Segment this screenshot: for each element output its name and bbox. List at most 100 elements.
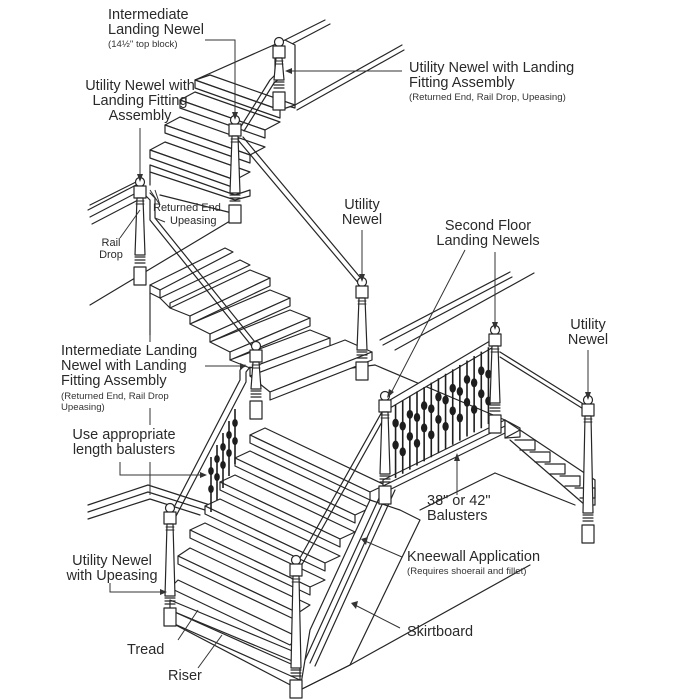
newel-post bbox=[289, 554, 303, 699]
label-note: (Requires shoerail and fillet) bbox=[407, 566, 527, 578]
newel-cap bbox=[164, 502, 176, 514]
newel-shaft bbox=[489, 345, 501, 404]
baluster bbox=[478, 351, 485, 429]
baluster-knuckle bbox=[442, 395, 449, 405]
label-kneewall-application: Kneewall Application (Requires shoerail … bbox=[407, 549, 541, 578]
baluster bbox=[420, 387, 428, 462]
label-line: Riser bbox=[168, 668, 202, 684]
baluster-knuckle bbox=[428, 404, 435, 414]
label-intermediate-landing-newel: Intermediate Landing Newel (14½" top blo… bbox=[108, 7, 204, 51]
baluster bbox=[413, 391, 421, 466]
label-line: with Upeasing bbox=[66, 568, 158, 585]
label-line: Returned End bbox=[153, 202, 221, 214]
newel-shaft bbox=[273, 57, 285, 81]
label-use-appropriate-balusters: Use appropriate length balusters bbox=[62, 427, 186, 459]
baluster-knuckle bbox=[226, 449, 232, 457]
baluster-knuckle bbox=[413, 438, 421, 448]
newel-cap bbox=[273, 36, 285, 48]
newel-bottom-block bbox=[228, 204, 242, 224]
newel-post bbox=[163, 502, 177, 627]
baluster-knuckle bbox=[478, 389, 485, 399]
baluster-knuckle bbox=[420, 423, 428, 433]
baluster bbox=[449, 369, 456, 445]
newel-shaft bbox=[356, 297, 368, 351]
label-line: Second Floor bbox=[444, 218, 532, 234]
newel-top-block bbox=[272, 45, 286, 59]
label-utility-newel-landing-fitting-left: Utility Newel with Landing Fitting Assem… bbox=[70, 78, 210, 125]
newel-post bbox=[249, 340, 263, 420]
label-line: Drop bbox=[99, 248, 123, 261]
baluster-knuckle bbox=[456, 386, 464, 396]
newel-bottom-block bbox=[289, 679, 303, 699]
label-line: Utility Newel bbox=[72, 553, 152, 569]
baluster bbox=[232, 409, 238, 464]
newel-bottom-block bbox=[133, 266, 147, 286]
newel-shaft bbox=[250, 361, 262, 390]
baluster-knuckle bbox=[456, 413, 464, 423]
newel-shaft bbox=[582, 415, 594, 514]
handrails bbox=[89, 49, 586, 569]
baluster bbox=[214, 445, 220, 500]
label-utility-newel-right: Utility Newel bbox=[558, 317, 618, 349]
newel-top-block bbox=[228, 123, 242, 137]
newel-bottom-block bbox=[272, 91, 286, 111]
label-riser: Riser bbox=[168, 668, 202, 684]
baluster-knuckle bbox=[463, 397, 471, 407]
baluster bbox=[435, 378, 442, 454]
label-note: (Returned End, Rail Drop, Upeasing) bbox=[409, 92, 566, 104]
baluster bbox=[470, 356, 478, 433]
baluster-knuckle bbox=[442, 421, 449, 431]
label-line: Landing Fitting bbox=[92, 93, 188, 110]
newel-cap bbox=[250, 340, 262, 352]
baluster bbox=[406, 395, 414, 470]
label-line: Balusters bbox=[427, 508, 488, 525]
newel-post bbox=[378, 390, 392, 505]
newel-post bbox=[488, 324, 502, 434]
baluster bbox=[428, 382, 435, 458]
label-note: (14½" top block) bbox=[108, 39, 178, 51]
newel-shaft bbox=[134, 197, 146, 256]
baluster-knuckle bbox=[478, 366, 485, 376]
baluster bbox=[463, 360, 471, 437]
label-intermediate-landing-newel-fitting: Intermediate Landing Newel with Landing … bbox=[61, 343, 197, 413]
label-line: Skirtboard bbox=[407, 624, 474, 640]
baluster-knuckle bbox=[435, 392, 442, 402]
label-rail-drop: Rail Drop bbox=[96, 237, 126, 261]
label-line: Rail bbox=[101, 237, 121, 249]
label-line: Fitting Assembly bbox=[61, 373, 167, 390]
baluster bbox=[208, 457, 214, 512]
newel-post bbox=[581, 394, 595, 544]
newel-top-block bbox=[249, 349, 263, 363]
label-line: Tread bbox=[127, 642, 165, 658]
baluster-knuckle bbox=[406, 431, 414, 441]
newel-top-block bbox=[163, 511, 177, 525]
baluster-knuckle bbox=[392, 418, 399, 428]
label-line: length balusters bbox=[72, 442, 176, 459]
label-line: Upeasing bbox=[170, 215, 217, 227]
baluster-knuckle bbox=[485, 369, 492, 379]
label-utility-newel-with-upeasing: Utility Newel with Upeasing bbox=[62, 553, 162, 585]
label-line: Fitting Assembly bbox=[409, 75, 515, 92]
wall-baseboards bbox=[87, 19, 535, 520]
landing-balusters bbox=[392, 347, 492, 478]
lower-flight-balusters bbox=[208, 409, 238, 512]
label-tread: Tread bbox=[127, 642, 165, 658]
baluster-knuckle bbox=[399, 447, 406, 457]
newel-top-block bbox=[355, 285, 369, 299]
baluster-knuckle bbox=[449, 406, 456, 416]
label-line: Utility bbox=[570, 317, 606, 333]
baluster-knuckle bbox=[470, 378, 478, 388]
newel-shaft bbox=[379, 411, 391, 475]
newel-post bbox=[228, 114, 242, 224]
label-line: Newel bbox=[567, 332, 609, 349]
label-line: Use appropriate bbox=[72, 427, 176, 443]
newel-top-block bbox=[133, 185, 147, 199]
label-line: Kneewall Application bbox=[407, 549, 541, 565]
newel-post bbox=[133, 176, 147, 286]
baluster-knuckle bbox=[435, 414, 442, 424]
baluster-knuckle bbox=[392, 440, 399, 450]
baluster-knuckle bbox=[220, 443, 226, 451]
newel-bottom-block bbox=[378, 485, 392, 505]
newel-top-block bbox=[289, 563, 303, 577]
